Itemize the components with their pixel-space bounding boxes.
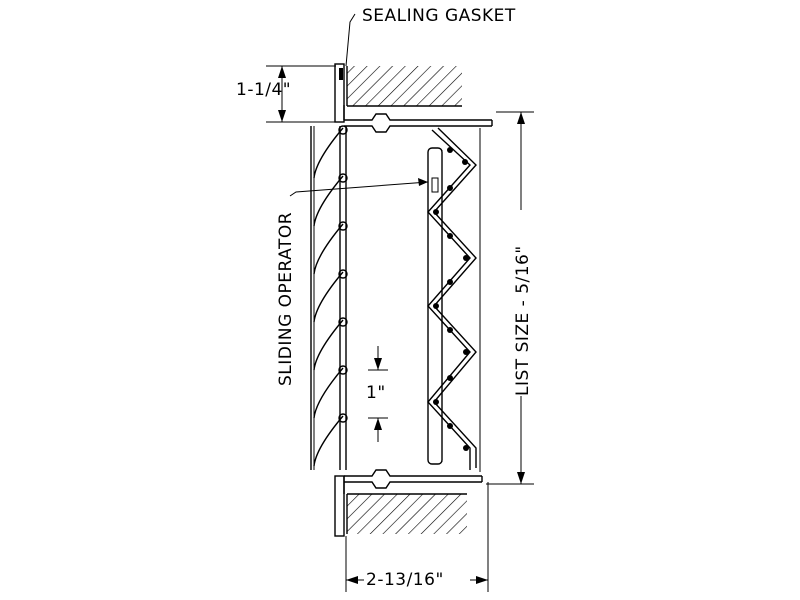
blade-spacing-label: 1" bbox=[366, 383, 386, 403]
sliding-operator-callout: SLIDING OPERATOR bbox=[276, 178, 429, 386]
frame-flange-top bbox=[334, 63, 493, 133]
sealing-gasket-callout: SEALING GASKET bbox=[345, 6, 516, 67]
list-size-dimension: LIST SIZE - 5/16" bbox=[486, 111, 534, 485]
deflection-blades bbox=[313, 125, 348, 467]
front-frame bbox=[310, 126, 347, 470]
list-size-label: LIST SIZE - 5/16" bbox=[513, 245, 533, 396]
depth-dimension-label: 2-13/16" bbox=[366, 570, 444, 590]
depth-dimension: 2-13/16" bbox=[345, 482, 489, 592]
wall-section-top bbox=[346, 66, 462, 107]
blade-spacing-dimension: 1" bbox=[366, 346, 388, 442]
flange-dimension: 1-1/4" bbox=[236, 65, 336, 123]
frame-flange-bottom bbox=[334, 469, 483, 537]
sliding-operator-label: SLIDING OPERATOR bbox=[276, 212, 296, 386]
sealing-gasket-label: SEALING GASKET bbox=[362, 6, 516, 26]
wall-section-bottom bbox=[346, 493, 467, 534]
damper-assembly bbox=[427, 127, 481, 472]
flange-dimension-label: 1-1/4" bbox=[236, 80, 291, 100]
